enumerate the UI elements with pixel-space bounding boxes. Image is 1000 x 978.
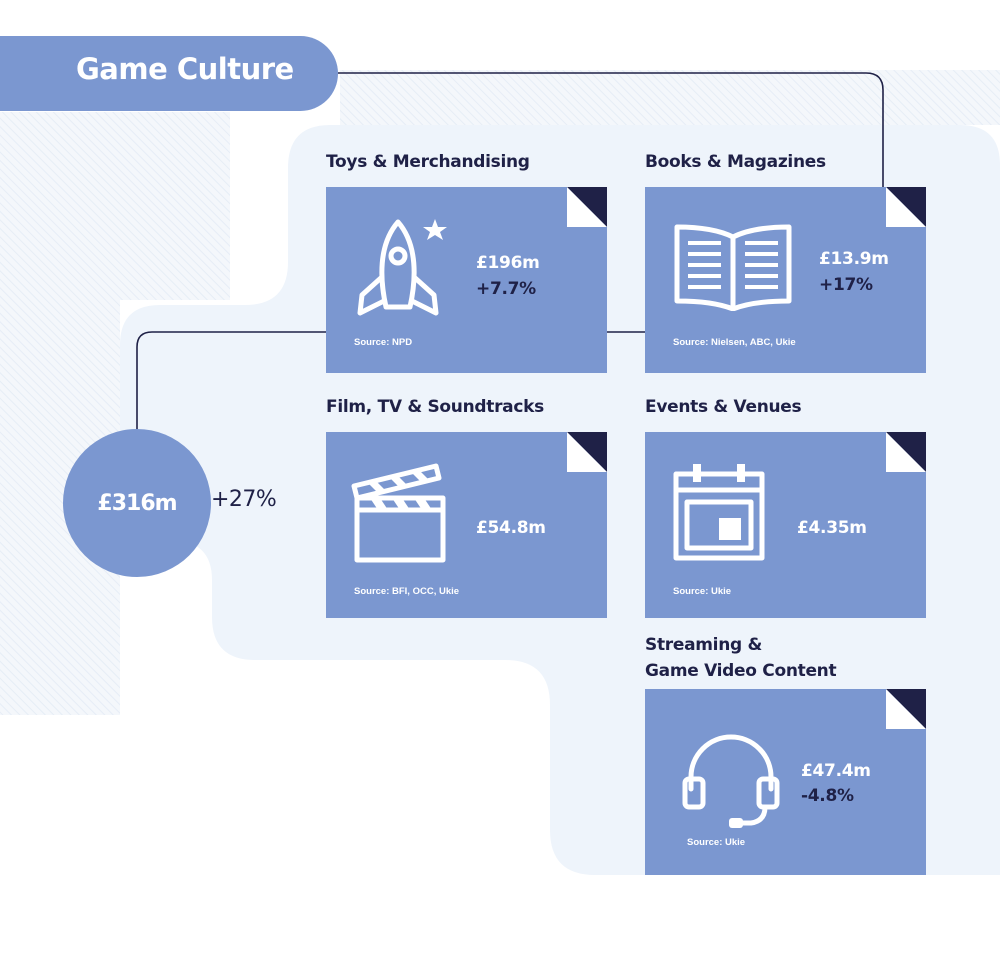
card-value: £13.9m	[819, 249, 889, 269]
clapperboard-icon	[351, 463, 446, 563]
hatched-band	[0, 112, 230, 300]
page-corner-icon	[567, 187, 607, 227]
card-toys: £196m +7.7% Source: NPD	[326, 187, 607, 373]
total-value: £316m	[97, 490, 177, 516]
page-corner-icon	[886, 432, 926, 472]
category-label-books: Books & Magazines	[645, 152, 826, 172]
title-pill	[0, 36, 338, 111]
page-title: Game Culture	[76, 52, 294, 86]
category-label-streaming-line2: Game Video Content	[645, 661, 837, 681]
open-book-icon	[674, 224, 792, 311]
card-change: +7.7%	[476, 279, 536, 299]
card-books: £13.9m +17% Source: Nielsen, ABC, Ukie	[645, 187, 926, 373]
card-value: £47.4m	[801, 761, 871, 781]
category-label-streaming-line1: Streaming &	[645, 635, 763, 655]
page-corner-icon	[886, 187, 926, 227]
total-circle: £316m	[63, 429, 211, 577]
category-label-streaming: Streaming & Game Video Content	[645, 632, 837, 684]
card-source: Source: Ukie	[687, 837, 746, 848]
headset-icon	[682, 734, 780, 828]
category-label-events: Events & Venues	[645, 397, 802, 417]
card-value: £4.35m	[797, 518, 867, 538]
category-label-toys: Toys & Merchandising	[326, 152, 530, 172]
total-change: +27%	[211, 487, 277, 512]
card-source: Source: Nielsen, ABC, Ukie	[673, 337, 796, 348]
calendar-icon	[673, 464, 765, 561]
card-change: -4.8%	[801, 786, 854, 806]
hatched-band	[340, 70, 1000, 125]
card-film: £54.8m Source: BFI, OCC, Ukie	[326, 432, 607, 618]
card-value: £196m	[476, 253, 540, 273]
connector-line	[338, 72, 884, 190]
category-label-film: Film, TV & Soundtracks	[326, 397, 544, 417]
card-change: +17%	[819, 275, 873, 295]
page-corner-icon	[886, 689, 926, 729]
rocket-icon	[357, 219, 447, 316]
card-source: Source: BFI, OCC, Ukie	[354, 586, 460, 597]
hatched-band	[0, 300, 120, 715]
connector-line	[136, 331, 326, 432]
card-source: Source: NPD	[354, 337, 413, 348]
card-source: Source: Ukie	[673, 586, 732, 597]
card-value: £54.8m	[476, 518, 546, 538]
card-events: £4.35m Source: Ukie	[645, 432, 926, 618]
page-corner-icon	[567, 432, 607, 472]
card-streaming: £47.4m -4.8% Source: Ukie	[645, 689, 926, 875]
